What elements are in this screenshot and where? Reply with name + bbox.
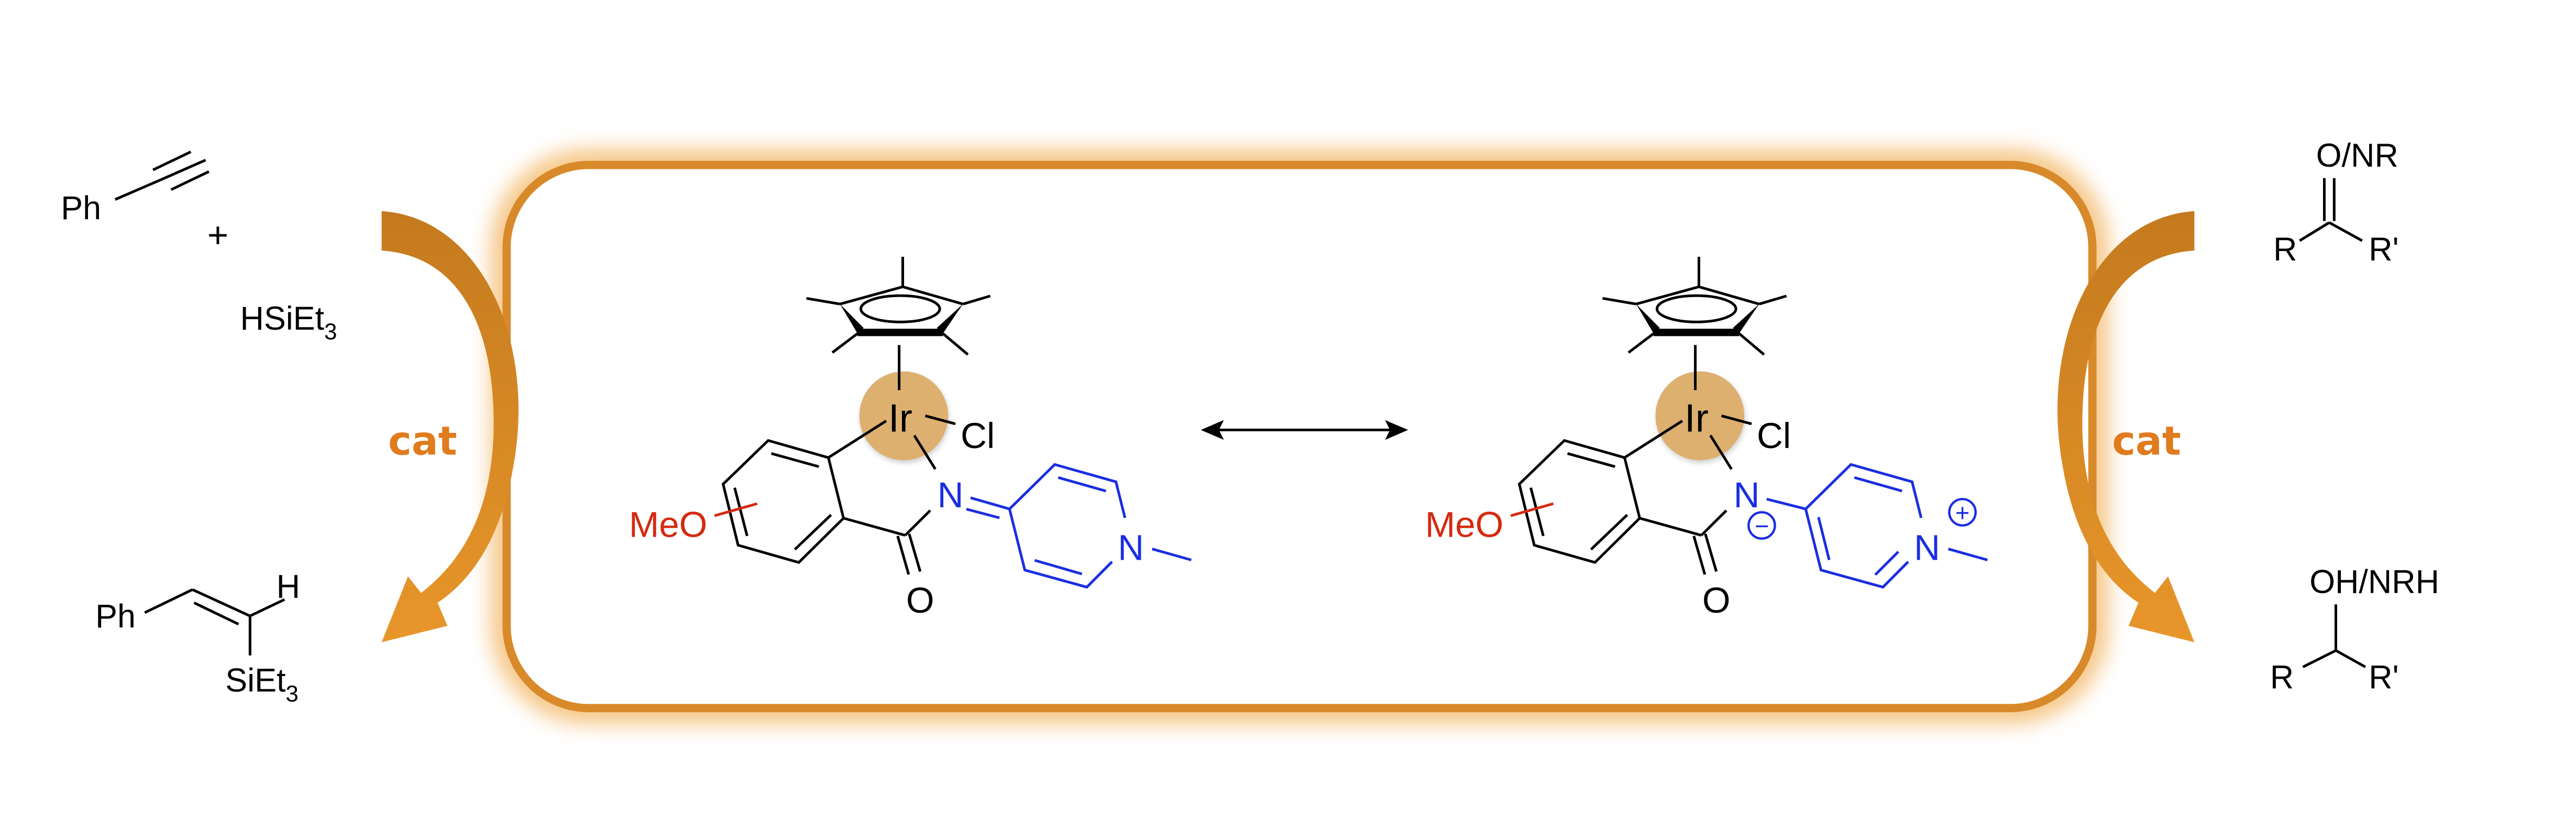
carbonyl-substrate: O/NR R R' [2273, 137, 2398, 268]
chloride-label: Cl [961, 415, 995, 456]
triethylsilane: HSiEt3 [240, 300, 337, 345]
iridium-label: Ir [1685, 396, 1709, 440]
left-cat-label: cat [388, 418, 457, 464]
substrate-r2-label: R' [2369, 231, 2398, 268]
metal-highlight [1655, 371, 1745, 461]
carbonyl-o-label: O [906, 580, 934, 621]
left-catalysis-arrow [381, 211, 519, 643]
positive-charge-icon: + [1948, 498, 1977, 527]
plus-sign: + [207, 214, 228, 255]
methoxy-label: MeO [629, 504, 708, 545]
resonance-arrow [1201, 420, 1408, 440]
carbonyl-o-label: O [1702, 580, 1731, 621]
alcohol-amine-product: OH/NRH R R' [2270, 563, 2439, 695]
ph-label: Ph [61, 190, 101, 226]
phenylacetylene: Ph [61, 150, 210, 226]
cp-star-ligand [1602, 257, 1787, 356]
product-oh-nrh-label: OH/NRH [2309, 563, 2439, 600]
pyridine-n-label: N [1118, 527, 1144, 568]
iridium-complex-zwitterion: Ir Cl MeO O N − N + [1425, 257, 1988, 621]
amide-n-label: N [1734, 474, 1760, 515]
chloride-label: Cl [1757, 415, 1791, 456]
methoxy-label: MeO [1425, 504, 1504, 545]
negative-charge-icon: − [1747, 511, 1776, 540]
pyridinium-n-label: N [1914, 527, 1940, 568]
plus-sign: + [1955, 499, 1970, 527]
iridium-complex-neutral: Ir Cl MeO O N N [629, 257, 1192, 621]
cp-star-ligand [806, 257, 991, 356]
product-h-label: H [277, 569, 300, 605]
product-ph-label: Ph [95, 598, 136, 635]
right-cat-label: cat [2112, 418, 2181, 464]
minus-sign: − [1755, 512, 1769, 540]
substrate-r-label: R [2273, 231, 2297, 268]
product-r2-label: R' [2369, 659, 2398, 695]
substrate-o-nr-label: O/NR [2316, 137, 2398, 174]
imine-n-label: N [938, 474, 964, 515]
right-catalysis-arrow [2057, 211, 2195, 643]
resonance-box [490, 148, 2109, 725]
product-siet3-label: SiEt3 [225, 662, 299, 707]
product-r-label: R [2270, 659, 2294, 695]
vinylsilane-product: Ph H SiEt3 [95, 569, 300, 707]
metal-highlight [859, 371, 949, 461]
iridium-label: Ir [888, 396, 912, 440]
